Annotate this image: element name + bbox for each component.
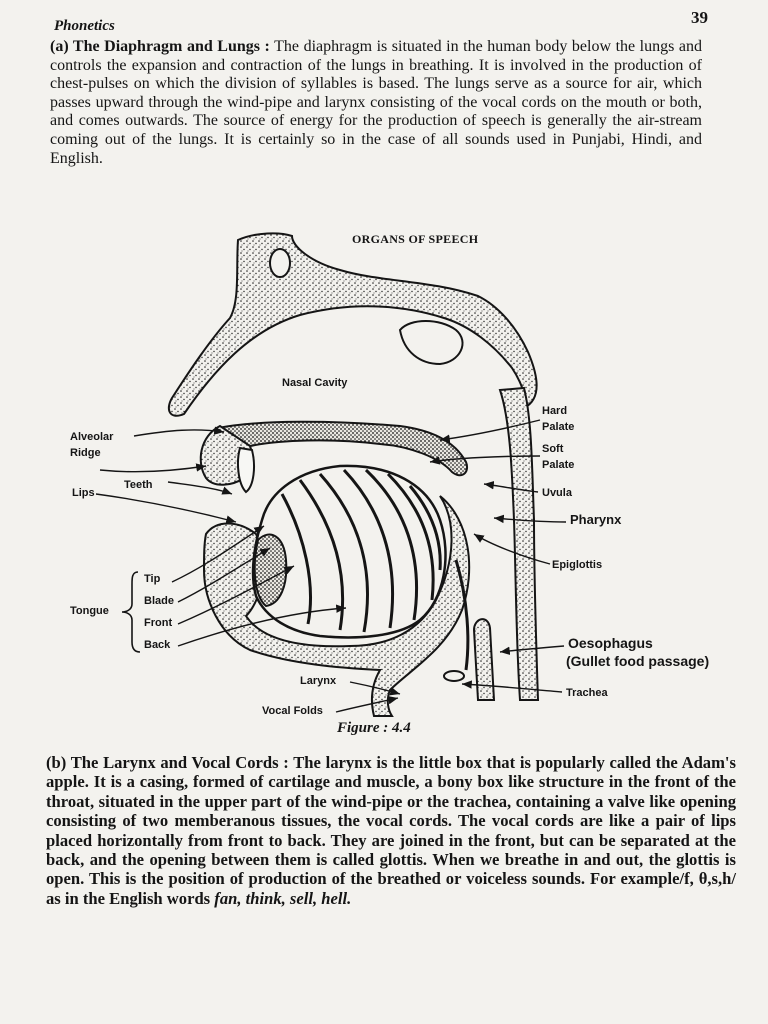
figure-title: ORGANS OF SPEECH xyxy=(352,232,479,246)
label-back: Back xyxy=(144,639,171,651)
figure-caption: Figure : 4.4 xyxy=(337,720,411,736)
label-alveolar: Alveolar xyxy=(70,431,114,443)
label-gullet: (Gullet food passage) xyxy=(566,653,709,669)
label-tongue: Tongue xyxy=(70,605,109,617)
label-hard-palate: Palate xyxy=(542,421,574,433)
sinus-cavity-shape xyxy=(269,248,291,278)
label-tip: Tip xyxy=(144,573,161,585)
page-number: 39 xyxy=(691,8,708,27)
label-front: Front xyxy=(144,617,172,629)
larynx-shape xyxy=(443,670,465,682)
upper-teeth-shape xyxy=(237,446,255,494)
palate-shape xyxy=(216,420,468,477)
running-head: Phonetics xyxy=(54,18,115,34)
label-uvula: Uvula xyxy=(542,487,573,499)
section-b-heading: (b) The Larynx and Vocal Cords : xyxy=(46,753,289,772)
section-a-heading: (a) The Diaphragm and Lungs : xyxy=(50,38,270,55)
skull-bone-shape xyxy=(167,232,538,417)
label-hard: Hard xyxy=(542,405,567,417)
section-b-paragraph: (b) The Larynx and Vocal Cords : The lar… xyxy=(46,753,736,908)
tongue-bracket xyxy=(121,571,141,653)
label-soft-palate: Palate xyxy=(542,459,574,471)
label-trachea: Trachea xyxy=(566,687,608,699)
label-ridge: Ridge xyxy=(70,447,101,459)
label-epiglottis: Epiglottis xyxy=(552,559,602,571)
trachea-tube-shape xyxy=(472,618,496,701)
section-a-paragraph: (a) The Diaphragm and Lungs : The diaphr… xyxy=(50,38,702,168)
pharynx-wall-shape xyxy=(498,386,540,701)
label-lips: Lips xyxy=(72,487,95,499)
label-pharynx: Pharynx xyxy=(570,512,622,527)
label-soft: Soft xyxy=(542,443,564,455)
label-blade: Blade xyxy=(144,595,174,607)
leader-lines xyxy=(95,419,567,713)
label-nasal-cavity: Nasal Cavity xyxy=(282,377,348,389)
epiglottis-shape xyxy=(454,559,470,671)
label-oesophagus: Oesophagus xyxy=(568,635,653,651)
label-larynx: Larynx xyxy=(300,675,337,687)
section-b-text: The larynx is the little box that is pop… xyxy=(46,753,736,908)
label-vocal-folds: Vocal Folds xyxy=(262,705,323,717)
section-b-examples: fan, think, sell, hell. xyxy=(214,888,352,908)
section-a-text: The diaphragm is situated in the human b… xyxy=(50,38,703,167)
label-teeth: Teeth xyxy=(124,479,153,491)
sinus-chamber-shape xyxy=(398,320,464,366)
